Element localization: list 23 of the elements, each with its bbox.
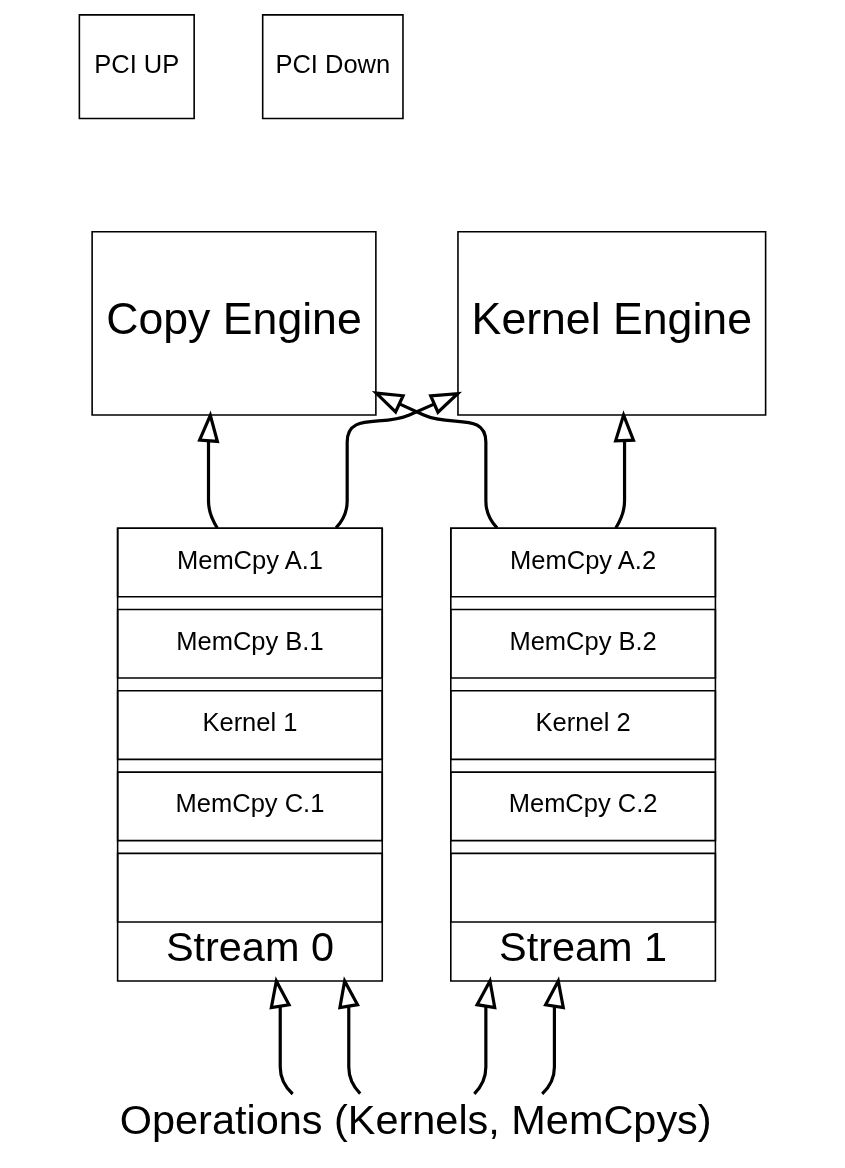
arrow [613,410,636,529]
node-box: PCI UP [78,14,195,120]
node-box: MemCpy A.1 [116,527,384,598]
node-box: Kernel 2 [450,690,717,761]
node-box: MemCpy A.2 [450,527,717,598]
arrow [371,391,499,529]
node-box: MemCpy C.1 [116,771,384,842]
node-text: Operations (Kernels, MemCpys) [119,1095,712,1143]
arrow [269,976,294,1096]
node-box [116,852,384,923]
node-box [450,852,717,923]
arrow [334,391,463,529]
arrow [541,976,566,1095]
arrow [197,410,220,529]
node-box: Copy Engine [91,230,377,416]
node-box: MemCpy B.1 [116,608,384,679]
arrow [337,976,362,1095]
node-box: MemCpy C.2 [450,771,717,842]
node-box: Kernel 1 [116,690,384,761]
node-box: PCI Down [261,14,404,120]
arrow [473,976,497,1095]
node-box: Kernel Engine [457,230,767,416]
node-box: MemCpy B.2 [450,608,717,679]
